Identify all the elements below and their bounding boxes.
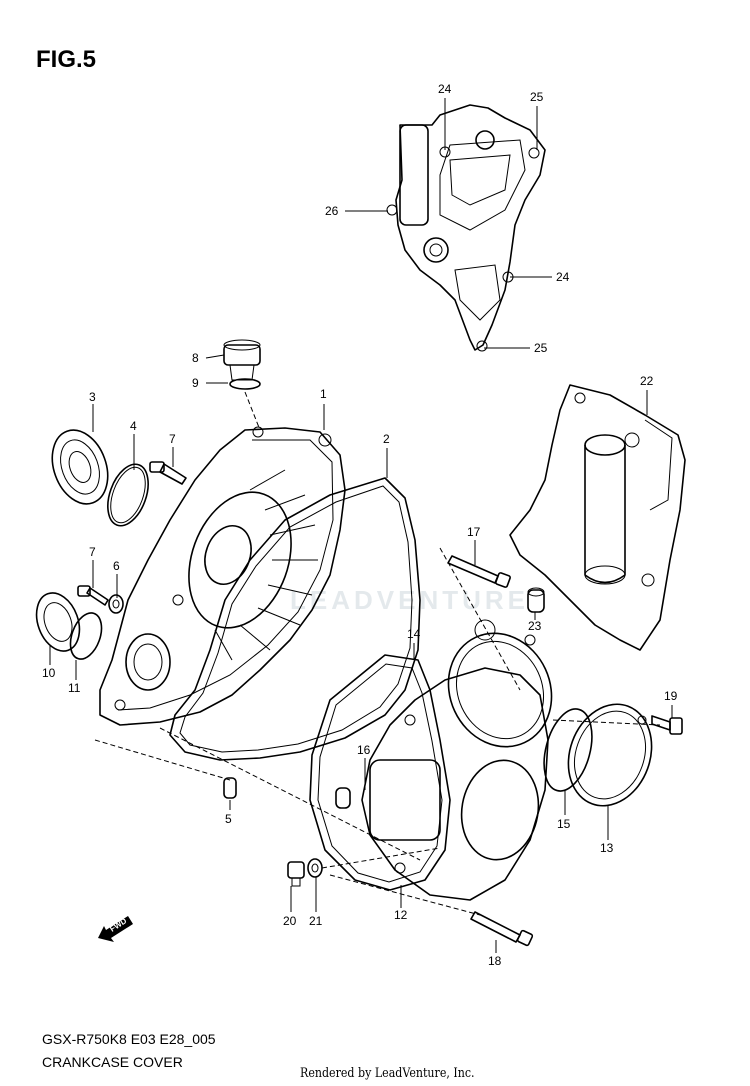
right-bracket-part (509, 384, 686, 651)
watermark-text: LEADVENTURE (290, 585, 530, 615)
dowel-23 (527, 587, 545, 613)
generator-gasket-part (309, 654, 451, 891)
bolt-19 (651, 715, 683, 735)
callout-1: 1 (320, 387, 327, 401)
callout-15: 15 (557, 817, 571, 831)
callout-26: 26 (325, 204, 339, 218)
callout-18: 18 (488, 954, 502, 968)
callout-13: 13 (600, 841, 614, 855)
callout-7-lower: 7 (89, 545, 96, 559)
callout-19: 19 (664, 689, 678, 703)
generator-cover-part (361, 619, 553, 901)
callout-24-side: 24 (556, 270, 570, 284)
callout-5: 5 (225, 812, 232, 826)
callout-12: 12 (394, 908, 408, 922)
callout-10: 10 (42, 666, 56, 680)
callout-8: 8 (192, 351, 199, 365)
callout-16: 16 (357, 743, 371, 757)
dowel-16 (335, 787, 351, 809)
bolt-7-lower (77, 585, 109, 606)
callout-24-top: 24 (438, 82, 452, 96)
callout-4: 4 (130, 419, 137, 433)
callout-25-bottom: 25 (534, 341, 548, 355)
cover-cap-13 (567, 703, 653, 807)
upper-bracket-part (386, 104, 546, 352)
figure-title: FIG.5 (36, 46, 97, 73)
callout-7-upper: 7 (169, 432, 176, 446)
bolt-17 (447, 555, 511, 588)
callout-2: 2 (383, 432, 390, 446)
section-name: CRANKCASE COVER (42, 1054, 183, 1070)
cap-3 (51, 429, 109, 505)
callout-9: 9 (192, 376, 199, 390)
bolt-7-upper (149, 461, 187, 485)
dowel-5 (223, 777, 237, 799)
clutch-cover-part (99, 426, 346, 726)
callout-22: 22 (640, 374, 654, 388)
clutch-gasket-part (169, 477, 421, 761)
model-code: GSX-R750K8 E03 E28_005 (42, 1031, 216, 1047)
callout-6: 6 (113, 559, 120, 573)
o-ring-15 (543, 708, 593, 792)
o-ring-4 (107, 463, 149, 527)
washer-6 (108, 594, 124, 614)
o-ring-11 (69, 612, 103, 660)
callout-23: 23 (528, 619, 542, 633)
leader-lines (49, 98, 673, 953)
cap-10 (35, 592, 81, 652)
forward-arrow-icon: FWD (98, 916, 133, 942)
bolt-18 (470, 911, 534, 947)
o-ring-9 (229, 378, 261, 390)
callout-20: 20 (283, 914, 297, 928)
render-credit: Rendered by LeadVenture, Inc. (300, 1066, 475, 1081)
filler-cap-8 (223, 339, 261, 381)
gasket-21 (307, 858, 323, 878)
callout-11: 11 (68, 681, 81, 695)
drain-plug-20 (287, 861, 305, 887)
callout-21: 21 (309, 914, 323, 928)
callout-3: 3 (89, 390, 96, 404)
callout-25-top: 25 (530, 90, 544, 104)
callout-17: 17 (467, 525, 481, 539)
callout-14: 14 (407, 627, 421, 641)
